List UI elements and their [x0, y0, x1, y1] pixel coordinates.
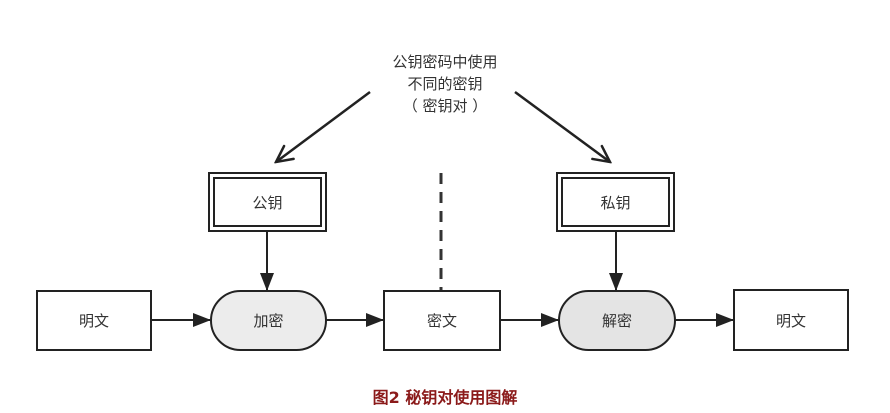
annotation-arrow-to-private-key — [514, 90, 610, 162]
private-key-label: 私钥 — [600, 193, 631, 212]
decrypt-label: 解密 — [601, 312, 632, 330]
plaintext-in-box — [36, 290, 152, 351]
public-key-box — [208, 172, 327, 232]
annotation-line-1: 公钥密码中使用 — [392, 53, 498, 71]
private-key-box — [556, 172, 675, 232]
plaintext-out-box — [733, 289, 849, 351]
annotation-arrow-to-public-key — [276, 90, 371, 162]
figure-caption: 图2 秘钥对使用图解 — [372, 388, 518, 407]
public-key-label: 公钥 — [252, 193, 283, 212]
plaintext-out-label: 明文 — [775, 311, 806, 330]
plaintext-in-label: 明文 — [78, 312, 109, 330]
annotation-line-2: 不同的密钥 — [407, 75, 483, 93]
ciphertext-box — [383, 290, 501, 351]
ciphertext-label: 密文 — [426, 312, 457, 330]
annotation-text: 公钥密码中使用 不同的密钥 （ 密钥对 ） — [340, 51, 550, 117]
annotation-line-3: （ 密钥对 ） — [402, 97, 488, 115]
encrypt-label: 加密 — [253, 312, 284, 330]
